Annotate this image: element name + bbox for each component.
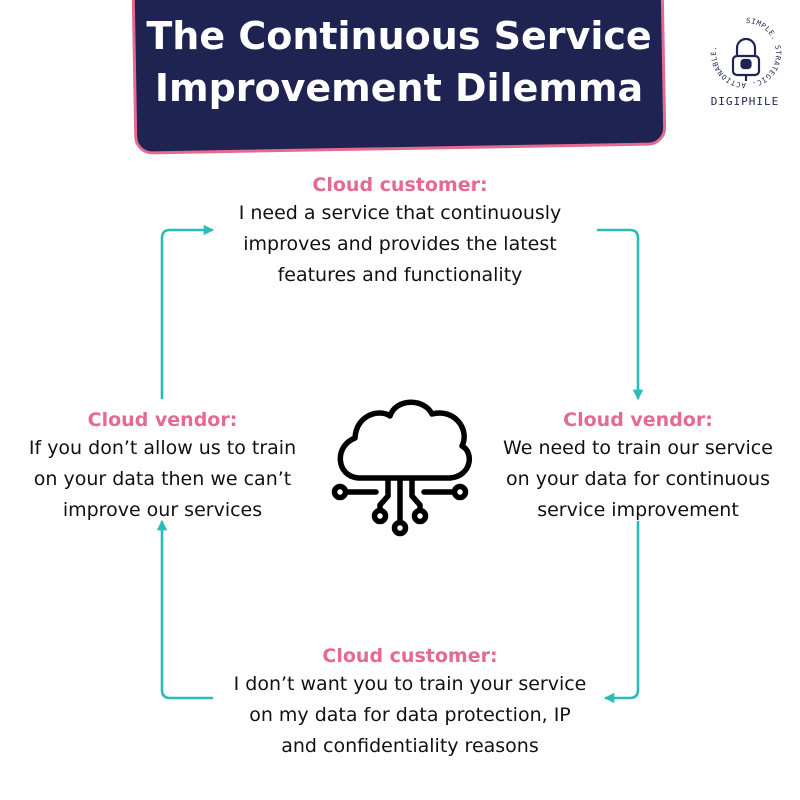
node-label: Cloud customer: (312, 174, 488, 196)
node-text-line: I need a service that continuously (238, 202, 562, 224)
node-text-line: and confidentiality reasons (281, 735, 539, 757)
arrow-bottom-to-left (156, 519, 214, 700)
node-text-line: If you don’t allow us to train (28, 437, 297, 459)
node-text-line: improves and provides the latest (243, 233, 557, 255)
node-text-line: features and functionality (277, 264, 523, 286)
node-text-line: on your data for continuous (506, 468, 770, 490)
node-text-line: on your data then we can’t (33, 468, 292, 490)
node-text-line: I don’t want you to train your service (233, 673, 587, 695)
node-text: If you don’t allow us to train on your d… (5, 433, 320, 526)
cloud-network-icon (331, 399, 473, 537)
page-title: The Continuous Service Improvement Dilem… (133, 10, 665, 114)
node-text: We need to train our service on your dat… (478, 433, 798, 526)
node-label: Cloud vendor: (563, 409, 713, 431)
lock-icon (731, 37, 761, 81)
node-label: Cloud vendor: (87, 409, 238, 431)
node-text: I need a service that continuously impro… (210, 198, 590, 291)
node-cloud-vendor-left: Cloud vendor: If you don’t allow us to t… (5, 407, 320, 526)
node-cloud-customer-top: Cloud customer: I need a service that co… (210, 172, 590, 291)
node-label: Cloud customer: (322, 645, 498, 667)
node-cloud-customer-bottom: Cloud customer: I don’t want you to trai… (200, 643, 620, 762)
node-cloud-vendor-right: Cloud vendor: We need to train our servi… (478, 407, 798, 526)
arrow-right-to-bottom (603, 520, 640, 704)
logo-wordmark: DIGIPHILE (710, 95, 780, 108)
digiphile-logo: SIMPLE. STRATEGIC. ACTIONABLE. (709, 16, 782, 90)
node-text: I don’t want you to train your service o… (200, 669, 620, 762)
node-text-line: improve our services (62, 499, 263, 521)
node-text-line: on my data for data protection, IP (249, 704, 571, 726)
arrow-left-to-top (160, 224, 215, 400)
title-line-2: Improvement Dilemma (154, 66, 644, 110)
arrow-top-to-right (596, 228, 644, 401)
title-line-1: The Continuous Service (146, 14, 652, 58)
node-text-line: service improvement (537, 499, 739, 521)
node-text-line: We need to train our service (503, 437, 773, 459)
